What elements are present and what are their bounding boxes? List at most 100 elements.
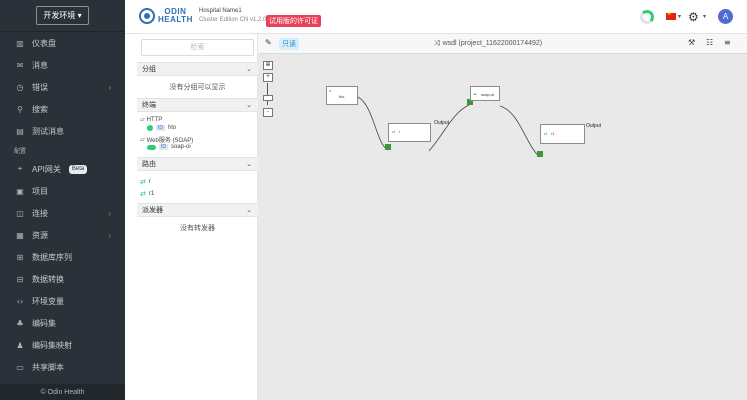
sidebar-item-shared-scripts[interactable]: ▭共享脚本: [0, 356, 125, 378]
env-label: 开发环境: [43, 11, 76, 20]
wrench-icon[interactable]: ⚒: [688, 38, 696, 47]
connector-line: [428, 104, 470, 152]
route-icon: ⇄: [140, 178, 146, 186]
chevron-down-icon: ⌄: [246, 102, 252, 109]
groups-empty-message: 没有分组可以显示: [169, 84, 226, 91]
menu-icon[interactable]: ≡: [724, 38, 731, 47]
connector-line: [357, 96, 389, 151]
sidebar-item-label: 搜索: [32, 104, 48, 114]
gear-icon[interactable]: ⚙: [688, 10, 699, 24]
sidebar-item-test-messages[interactable]: ▤测试消息: [0, 120, 125, 142]
node-label: r: [399, 129, 401, 134]
sidebar: 开发环境 ▾ ▥仪表盘 ✉消息 ◷ 错误 › ⚲搜索 ▤测试消息 配置 ⌖ API网关…: [0, 0, 125, 400]
project-icon: ▣: [16, 186, 24, 196]
chevron-right-icon: ›: [108, 208, 111, 218]
sidebar-item-connections[interactable]: ◫ 连接 ›: [0, 202, 125, 224]
logo-line1: ODIN: [164, 7, 187, 16]
dashboard-icon: ▥: [16, 38, 24, 48]
globe-icon: [147, 125, 153, 131]
error-icon: ◷: [16, 82, 24, 92]
location-icon: ⌖: [17, 164, 23, 173]
sidebar-item-projects[interactable]: ▣项目: [0, 180, 125, 202]
shuffle-icon: ⤨: [434, 39, 440, 47]
sidebar-item-label: 错误: [32, 82, 48, 92]
connector-arrow: [537, 151, 543, 157]
zoom-in-button[interactable]: +: [263, 73, 273, 82]
routes-section-header[interactable]: 路由⌄: [137, 157, 258, 171]
sidebar-item-dashboard[interactable]: ▥仪表盘: [0, 32, 125, 54]
sliders-icon[interactable]: ☷: [706, 38, 714, 47]
codeset-icon: ♣: [16, 318, 24, 328]
sidebar-item-db-sequences[interactable]: ⊞数据库序列: [0, 246, 125, 268]
hospital-info: Hospital Name1 Cluster Edition CN v1.2.0: [199, 7, 266, 25]
zoom-slider-track[interactable]: [267, 83, 268, 105]
groups-title: 分组: [142, 66, 156, 73]
endpoint-soap-folder[interactable]: ▱Web服务 (SOAP): [140, 135, 193, 144]
beta-badge: Beta: [68, 164, 88, 174]
sidebar-section-config: 配置: [14, 148, 27, 155]
route-name: r: [148, 179, 151, 185]
settings-caret-icon[interactable]: ▾: [703, 14, 707, 20]
groups-section-header[interactable]: 分组⌄: [137, 62, 258, 76]
sidebar-item-label: API网关: [32, 164, 61, 174]
flow-node-soap-endpoint[interactable]: ☁ soap-oi: [470, 86, 500, 101]
pencil-icon[interactable]: ✎: [265, 38, 272, 47]
endpoint-soap-label: Web服务 (SOAP): [146, 138, 194, 144]
palette-search-input[interactable]: [141, 39, 254, 56]
sidebar-item-label: 连接: [32, 208, 48, 218]
endpoints-section-header[interactable]: 终端 ⌄: [137, 98, 258, 112]
flow-editor: ✎ 只读 ⤨wsdl (project_11622000174492) ⚒ ☷ …: [258, 34, 747, 400]
avatar[interactable]: A: [718, 9, 733, 24]
sidebar-footer: © Odin Health: [0, 384, 125, 400]
routes-title: 路由: [142, 161, 156, 168]
dispatchers-section-header[interactable]: 派发器⌄: [137, 203, 258, 217]
endpoint-id-tag: ID: [159, 144, 168, 150]
sidebar-item-errors[interactable]: ◷错误›: [0, 76, 125, 98]
env-selector-button[interactable]: 开发环境 ▾: [36, 6, 89, 25]
zoom-fit-button[interactable]: ⊕: [263, 61, 273, 70]
zoom-out-button[interactable]: -: [263, 108, 273, 117]
cloud-icon: [147, 144, 156, 150]
database-icon: ◫: [16, 208, 24, 218]
node-label: r1: [551, 131, 555, 136]
sidebar-item-messages[interactable]: ✉消息: [0, 54, 125, 76]
zoom-slider-handle[interactable]: [263, 95, 273, 101]
sidebar-item-codeset-mapping[interactable]: ♟编码集映射: [0, 334, 125, 356]
connector-arrow: [467, 99, 473, 105]
trial-license-badge: 试用版的许可证: [266, 15, 321, 27]
mapping-icon: ♟: [16, 340, 24, 350]
endpoint-http-folder[interactable]: ▱HTTP: [140, 116, 162, 124]
sidebar-item-codesets[interactable]: ♣ 编码集: [0, 312, 125, 334]
sidebar-item-resources[interactable]: ▦资源›: [0, 224, 125, 246]
flow-node-route-r1[interactable]: ⇄ r1: [540, 124, 585, 144]
sidebar-item-label: 环境变量: [32, 296, 64, 306]
language-caret-icon[interactable]: ▾: [678, 14, 682, 20]
sidebar-item-label: 资源: [32, 230, 48, 240]
dispatchers-title: 派发器: [142, 207, 163, 214]
sidebar-item-search[interactable]: ⚲搜索: [0, 98, 125, 120]
sidebar-item-data-transform[interactable]: ⊟数据转换: [0, 268, 125, 290]
flow-node-route-r[interactable]: ⇄ r: [388, 123, 431, 142]
readonly-badge: 只读: [279, 38, 299, 50]
logo-mark-icon: [139, 8, 155, 24]
flow-node-http-endpoint[interactable]: ● hlo: [326, 86, 358, 105]
loading-spinner-icon: [640, 10, 654, 24]
sequence-icon: ⊞: [16, 252, 24, 262]
message-icon: ✉: [16, 60, 24, 70]
route-item[interactable]: ⇄r1: [140, 190, 154, 198]
endpoints-title: 终端: [142, 102, 156, 109]
route-item[interactable]: ⇄r: [140, 178, 151, 186]
globe-icon: ●: [329, 88, 332, 93]
endpoint-http-name: hlo: [168, 125, 177, 131]
sidebar-item-api-gateway[interactable]: ⌖ API网关 Beta: [0, 158, 125, 180]
sidebar-item-env-vars[interactable]: ‹›环境变量: [0, 290, 125, 312]
route-name: r1: [148, 191, 155, 197]
sidebar-item-label: 数据转换: [32, 274, 64, 284]
china-flag-icon[interactable]: [666, 11, 676, 20]
editor-toolbar: ✎ 只读 ⤨wsdl (project_11622000174492) ⚒ ☷ …: [258, 34, 747, 54]
sidebar-item-label: 编码集: [32, 318, 56, 328]
flow-canvas[interactable]: [258, 54, 747, 400]
